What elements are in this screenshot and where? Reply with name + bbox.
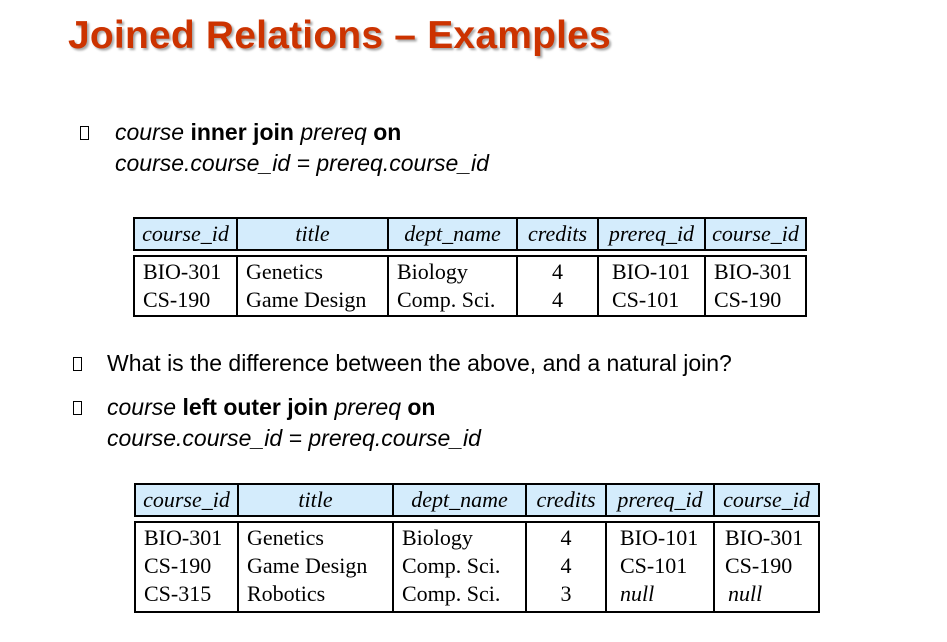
column-course-id-2: BIO-301 CS-190 null — [713, 523, 818, 611]
relation-course: course — [115, 119, 185, 145]
table-cell: 4 — [560, 553, 572, 578]
null-cell: null — [728, 581, 763, 606]
table-cell: BIO-301 — [144, 525, 223, 550]
on-keyword: on — [407, 394, 436, 420]
column-header: credits — [516, 219, 597, 249]
table-cell: Genetics — [246, 259, 323, 284]
table-cell: 3 — [560, 581, 572, 606]
join-condition: course.course_id = prereq.course_id — [107, 425, 481, 451]
table-cell: BIO-101 — [612, 259, 691, 284]
column-course-id: BIO-301 CS-190 CS-315 — [136, 523, 237, 611]
bullet-marker-icon — [73, 357, 82, 371]
column-course-id: BIO-301 CS-190 — [135, 257, 236, 315]
table-cell: CS-190 — [714, 287, 782, 312]
column-title: Genetics Game Design Robotics — [237, 523, 392, 611]
bullet-line-1: course left outer join prereq on — [107, 392, 435, 423]
column-title: Genetics Game Design — [236, 257, 387, 315]
join-keyword: inner join — [190, 119, 294, 145]
column-header: dept_name — [387, 219, 516, 249]
table-cell: Robotics — [247, 581, 326, 606]
relation-prereq: prereq — [300, 119, 367, 145]
table-header: course_id title dept_name credits prereq… — [133, 217, 807, 251]
column-header: prereq_id — [597, 219, 704, 249]
join-condition: course.course_id = prereq.course_id — [115, 150, 489, 176]
table-cell: 4 — [552, 259, 563, 284]
join-keyword: left outer join — [182, 394, 329, 420]
table-cell: CS-190 — [725, 553, 793, 578]
column-prereq-id: BIO-101 CS-101 null — [605, 523, 713, 611]
table-cell: Genetics — [247, 525, 324, 550]
table-cell: CS-190 — [143, 287, 211, 312]
column-dept-name: Biology Comp. Sci. — [387, 257, 516, 315]
bullet-line-1: course inner join prereq on — [115, 117, 401, 148]
column-header: title — [236, 219, 387, 249]
table-cell: Comp. Sci. — [402, 553, 501, 578]
column-credits: 4 4 — [516, 257, 597, 315]
table-cell: BIO-101 — [620, 525, 699, 550]
column-prereq-id: BIO-101 CS-101 — [597, 257, 704, 315]
column-header: credits — [525, 485, 605, 515]
table-cell: Biology — [402, 525, 473, 550]
table-cell: CS-101 — [612, 287, 680, 312]
table-body: BIO-301 CS-190 Genetics Game Design Biol… — [133, 255, 807, 317]
column-credits: 4 4 3 — [525, 523, 605, 611]
column-header: title — [237, 485, 392, 515]
column-dept-name: Biology Comp. Sci. Comp. Sci. — [392, 523, 525, 611]
bullet-marker-icon — [80, 126, 89, 140]
table-cell: CS-190 — [144, 553, 212, 578]
column-header: course_id — [704, 219, 805, 249]
question-text: What is the difference between the above… — [107, 350, 732, 376]
relation-course: course — [107, 394, 177, 420]
table-cell: Game Design — [247, 553, 368, 578]
column-header: course_id — [713, 485, 818, 515]
bullet-marker-icon — [73, 401, 82, 415]
table-cell: CS-101 — [620, 553, 688, 578]
column-header: prereq_id — [605, 485, 713, 515]
column-course-id-2: BIO-301 CS-190 — [704, 257, 805, 315]
left-outer-join-result-table: course_id title dept_name credits prereq… — [134, 483, 820, 613]
on-keyword: on — [373, 119, 402, 145]
table-cell: BIO-301 — [714, 259, 793, 284]
table-cell: Comp. Sci. — [397, 287, 496, 312]
column-header: course_id — [143, 487, 230, 512]
table-cell: BIO-301 — [143, 259, 222, 284]
table-cell: Biology — [397, 259, 468, 284]
table-cell: CS-315 — [144, 581, 212, 606]
null-cell: null — [620, 581, 655, 606]
column-header: dept_name — [392, 485, 525, 515]
table-cell: 4 — [560, 525, 572, 550]
slide-title: Joined Relations – Examples — [68, 14, 611, 57]
inner-join-result-table: course_id title dept_name credits prereq… — [133, 217, 807, 317]
table-cell: BIO-301 — [725, 525, 804, 550]
table-body: BIO-301 CS-190 CS-315 Genetics Game Desi… — [134, 521, 820, 613]
column-header: course_id — [142, 221, 229, 246]
table-cell: Game Design — [246, 287, 367, 312]
relation-prereq: prereq — [334, 394, 401, 420]
table-cell: 4 — [552, 287, 563, 312]
table-header: course_id title dept_name credits prereq… — [134, 483, 820, 517]
table-cell: Comp. Sci. — [402, 581, 501, 606]
